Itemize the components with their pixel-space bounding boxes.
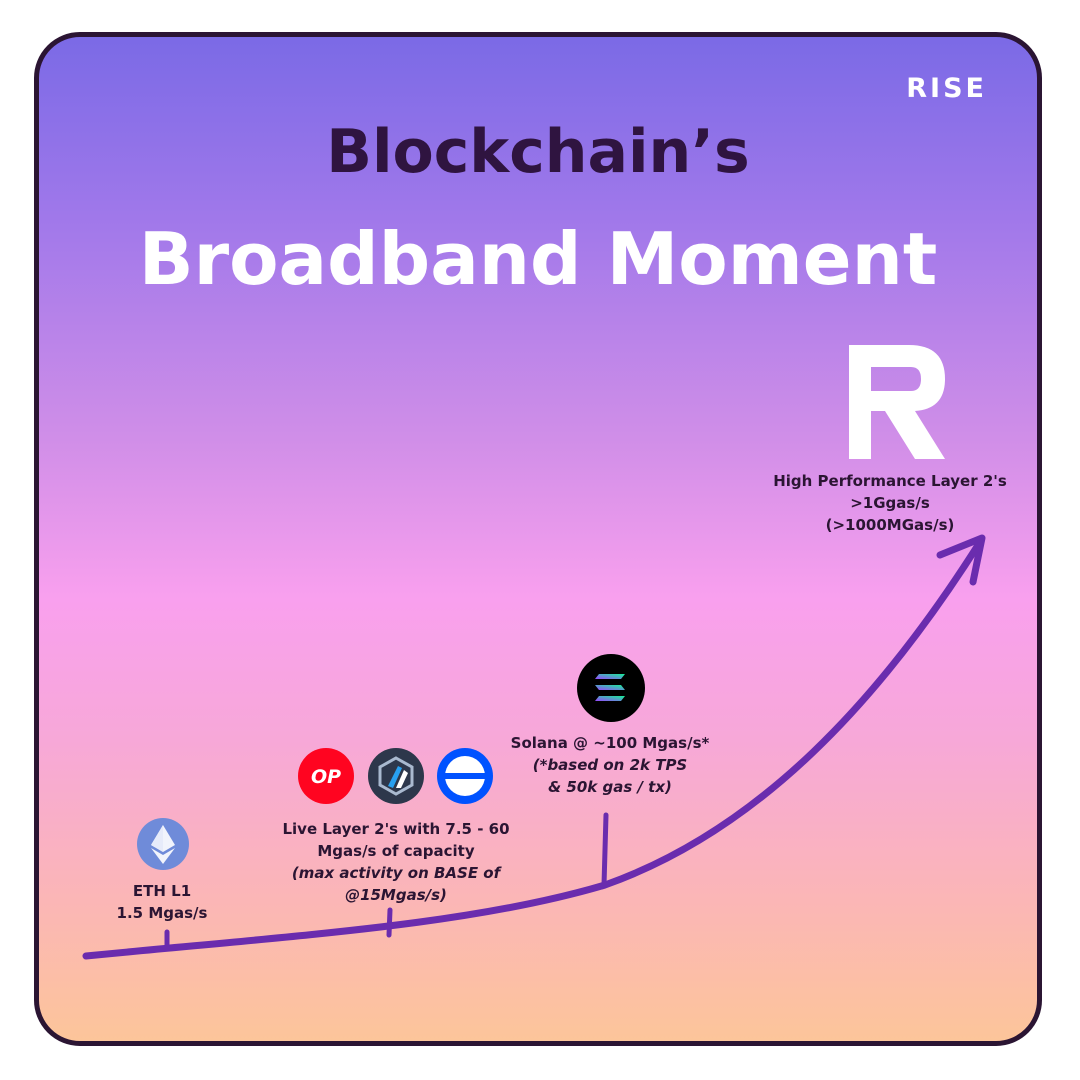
eth-label: ETH L1 1.5 Mgas/s [87, 880, 237, 924]
base-icon [437, 748, 493, 804]
title-line-2: Broadband Moment [138, 217, 938, 301]
tick-solana [601, 812, 609, 888]
rise-label-line1: High Performance Layer 2's [773, 472, 1007, 490]
eth-label-line1: ETH L1 [132, 882, 192, 900]
l2-label-note1: (max activity on BASE of [291, 864, 501, 882]
optimism-icon: OP [298, 748, 354, 804]
arbitrum-icon [368, 748, 424, 804]
curve-arrowhead [936, 534, 986, 586]
eth-label-line2: 1.5 Mgas/s [116, 904, 208, 922]
l2-label-note2: @15Mgas/s) [345, 886, 447, 904]
rise-r-icon [849, 345, 945, 459]
solana-icon [577, 654, 645, 722]
op-logo-text: OP [311, 766, 341, 788]
l2-label-line1: Live Layer 2's with 7.5 - 60 [282, 820, 510, 838]
title-line-1: Blockchain’s [326, 117, 750, 187]
rise-label-line2: >1Ggas/s [850, 494, 930, 512]
rise-label: High Performance Layer 2's >1Ggas/s (>10… [770, 470, 1010, 536]
l2-label-line2: Mgas/s of capacity [317, 842, 475, 860]
tick-l2 [386, 907, 393, 938]
solana-label-line1: Solana @ ~100 Mgas/s* [510, 734, 710, 752]
solana-label-note1: (*based on 2k TPS [532, 756, 688, 774]
l2-label: Live Layer 2's with 7.5 - 60 Mgas/s of c… [268, 818, 524, 906]
solana-label: Solana @ ~100 Mgas/s* (*based on 2k TPS … [500, 732, 720, 798]
ethereum-icon [137, 818, 189, 870]
solana-label-note2: & 50k gas / tx) [548, 778, 672, 796]
brand-logo: RISE [906, 73, 987, 104]
infographic-card: RISE Blockchain’s Broadband Moment [34, 32, 1042, 1046]
rise-label-line3: (>1000MGas/s) [825, 516, 955, 534]
